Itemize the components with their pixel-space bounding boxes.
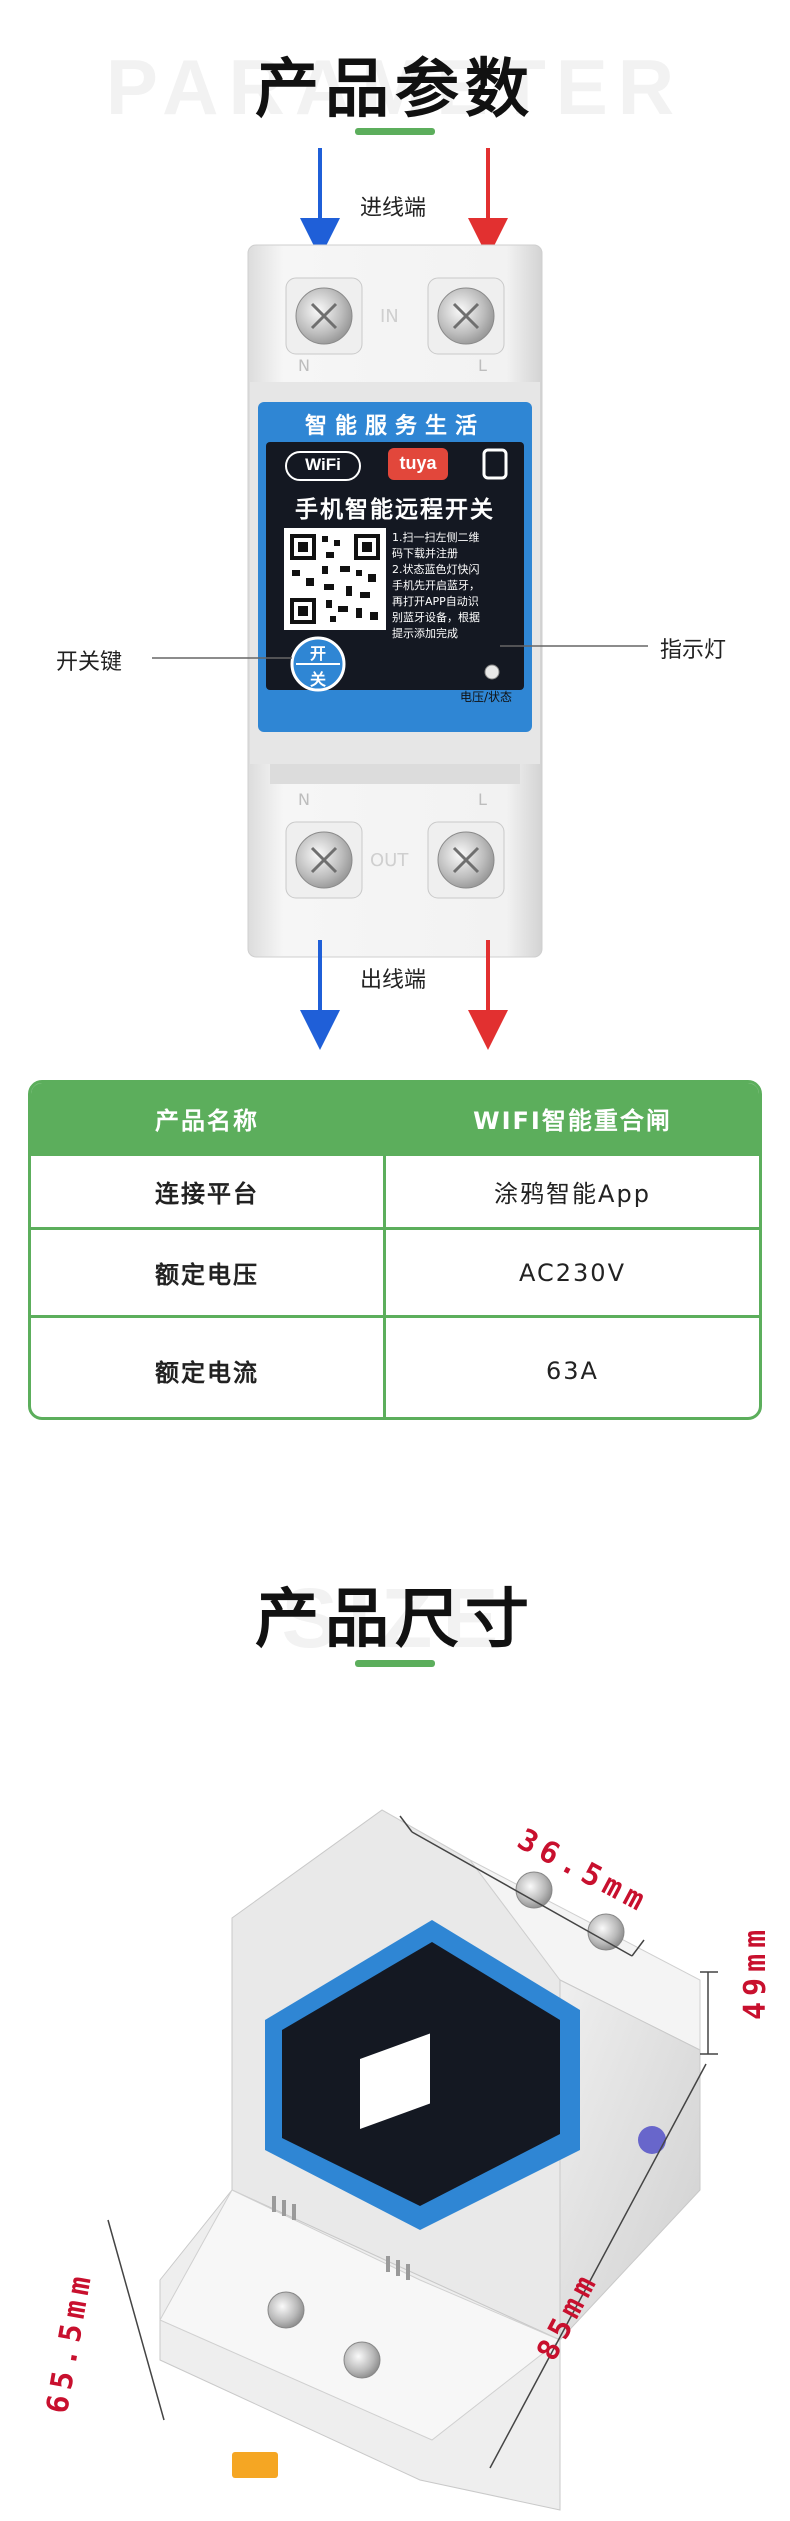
outlet-callout: 出线端 bbox=[360, 968, 427, 993]
instruction-line: 2.状态蓝色灯快闪 bbox=[392, 563, 480, 576]
size-title-underline bbox=[355, 1660, 435, 1667]
size-watermark: SIZE bbox=[281, 1571, 509, 1665]
terminal-top-right-label: L bbox=[478, 356, 487, 375]
instruction-line: 别蓝牙设备，根据 bbox=[392, 611, 480, 624]
terminal-top-mid-label: IN bbox=[380, 306, 399, 327]
spec-table: 产品名称 WIFI智能重合闸 连接平台 涂鸦智能App 额定电压 AC230V … bbox=[28, 1080, 762, 1420]
switch-key-callout: 开关键 bbox=[56, 650, 123, 675]
table-row: 连接平台 涂鸦智能App bbox=[31, 1153, 759, 1227]
table-row: 额定电压 AC230V bbox=[31, 1227, 759, 1315]
terminal-bottom-mid-label: OUT bbox=[370, 850, 409, 871]
status-label: 电压/状态 bbox=[459, 690, 513, 704]
params-title: 产品参数 bbox=[255, 53, 535, 127]
inlet-callout: 进线端 bbox=[360, 196, 427, 221]
device-isometric-illustration bbox=[107, 1809, 718, 2511]
table-cell-value: WIFI智能重合闸 bbox=[473, 1106, 672, 1135]
wifi-logo: WiFi bbox=[305, 455, 341, 474]
table-cell-value: 涂鸦智能App bbox=[494, 1180, 651, 1208]
power-icon bbox=[489, 455, 501, 473]
instruction-line: 提示添加完成 bbox=[392, 627, 458, 640]
params-title-underline bbox=[355, 128, 435, 135]
instruction-line: 手机先开启蓝牙， bbox=[392, 579, 480, 592]
terminal-bottom-right-label: L bbox=[478, 790, 487, 809]
size-title: 产品尺寸 bbox=[255, 1583, 535, 1657]
device-top-band: 智能服务生活 bbox=[304, 414, 485, 439]
terminal-bottom-left-label: N bbox=[298, 790, 310, 809]
inlet-arrows bbox=[300, 148, 508, 258]
device-front-illustration bbox=[152, 148, 648, 1050]
instruction-line: 再打开APP自动识 bbox=[392, 595, 479, 608]
outlet-arrows bbox=[300, 940, 508, 1050]
table-cell-label: 额定电压 bbox=[31, 1230, 386, 1315]
dim-depth-label: 49mm bbox=[738, 1923, 773, 2020]
top-terminals bbox=[285, 277, 505, 355]
terminal-top-left-label: N bbox=[298, 356, 310, 375]
table-cell-value: AC230V bbox=[519, 1258, 626, 1287]
indicator-callout: 指示灯 bbox=[660, 638, 727, 663]
device-instructions: 1.扫一扫左侧二维 码下载并注册 2.状态蓝色灯快闪 手机先开启蓝牙， 再打开A… bbox=[392, 530, 524, 642]
tuya-logo: tuya bbox=[399, 453, 437, 473]
table-row: 额定电流 63A bbox=[31, 1315, 759, 1417]
bottom-terminals bbox=[270, 764, 520, 899]
table-row: 产品名称 WIFI智能重合闸 bbox=[31, 1083, 759, 1153]
device-headline: 手机智能远程开关 bbox=[295, 497, 495, 523]
instruction-line: 1.扫一扫左侧二维 bbox=[392, 531, 480, 544]
table-cell-label: 额定电流 bbox=[31, 1318, 386, 1417]
instruction-line: 码下载并注册 bbox=[392, 547, 458, 560]
table-cell-label: 产品名称 bbox=[31, 1083, 386, 1153]
switch-button-bottom: 关 bbox=[309, 670, 326, 689]
switch-button-top: 开 bbox=[309, 644, 326, 663]
front-panel bbox=[258, 402, 532, 732]
params-watermark: PARAMETER bbox=[105, 43, 685, 131]
table-cell-label: 连接平台 bbox=[31, 1156, 386, 1227]
table-cell-value: 63A bbox=[546, 1356, 599, 1385]
